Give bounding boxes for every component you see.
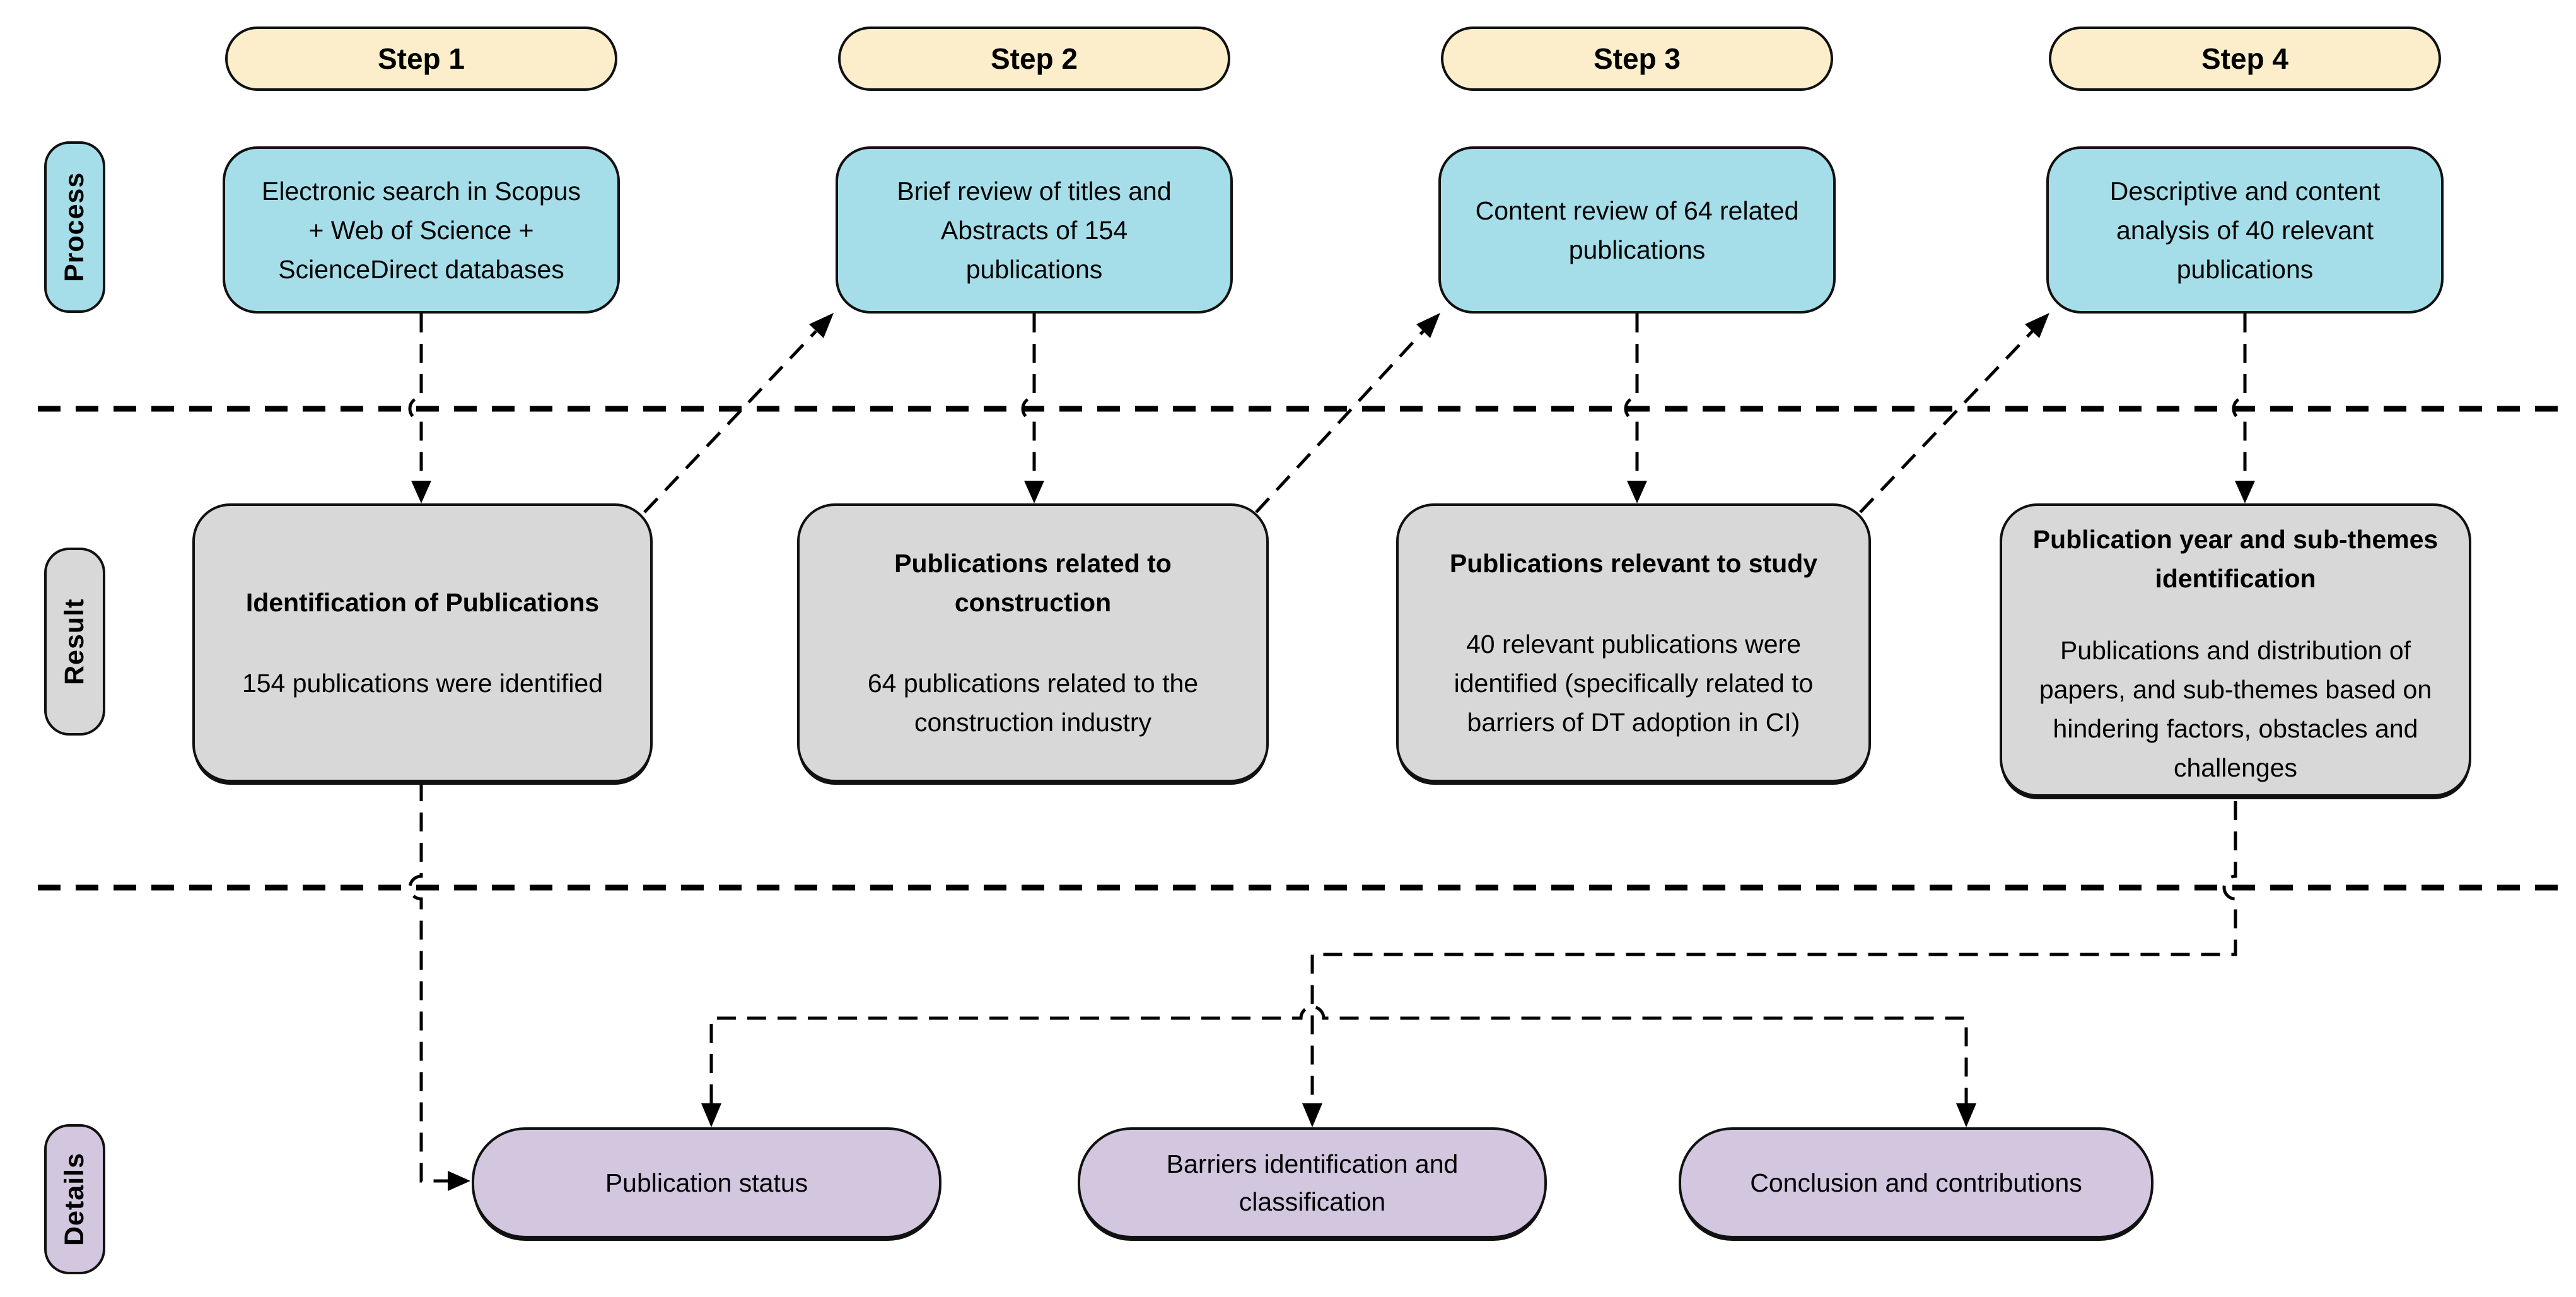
lane-label-details: Details xyxy=(44,1124,105,1274)
lane-label-process: Process xyxy=(44,141,105,313)
step-pill-4: Step 4 xyxy=(2049,26,2441,91)
details-box-3: Conclusion and contributions xyxy=(1679,1127,2153,1238)
process-box-3: Content review of 64 related publication… xyxy=(1438,146,1836,314)
lane-label-result: Result xyxy=(44,548,105,736)
result-box-2-title: Publications related to construction xyxy=(894,549,1172,617)
process-box-2: Brief review of titles and Abstracts of … xyxy=(836,146,1233,314)
result-box-1: Identification of Publications 154 publi… xyxy=(192,503,653,782)
result-box-4-body: Publications and distribution of papers,… xyxy=(2039,636,2432,782)
step-pill-3: Step 3 xyxy=(1441,26,1833,91)
result-box-3-title: Publications relevant to study xyxy=(1449,549,1818,578)
result-box-4-title: Publication year and sub-themes identifi… xyxy=(2032,525,2439,593)
details-box-1: Publication status xyxy=(472,1127,941,1238)
process-box-4: Descriptive and content analysis of 40 r… xyxy=(2046,146,2444,314)
result-box-1-title: Identification of Publications xyxy=(245,588,600,617)
step-pill-2: Step 2 xyxy=(838,26,1230,91)
result-box-3-body: 40 relevant publications were identified… xyxy=(1454,630,1814,737)
process-box-1: Electronic search in Scopus + Web of Sci… xyxy=(223,146,620,314)
result-box-2: Publications related to construction 64 … xyxy=(797,503,1269,782)
result-box-4: Publication year and sub-themes identifi… xyxy=(2000,503,2471,797)
result-box-3: Publications relevant to study 40 releva… xyxy=(1396,503,1871,782)
step-pill-1: Step 1 xyxy=(225,26,617,91)
details-box-2: Barriers identification and classificati… xyxy=(1078,1127,1547,1238)
result-box-1-body: 154 publications were identified xyxy=(242,669,603,698)
result-box-2-body: 64 publications related to the construct… xyxy=(867,669,1199,737)
